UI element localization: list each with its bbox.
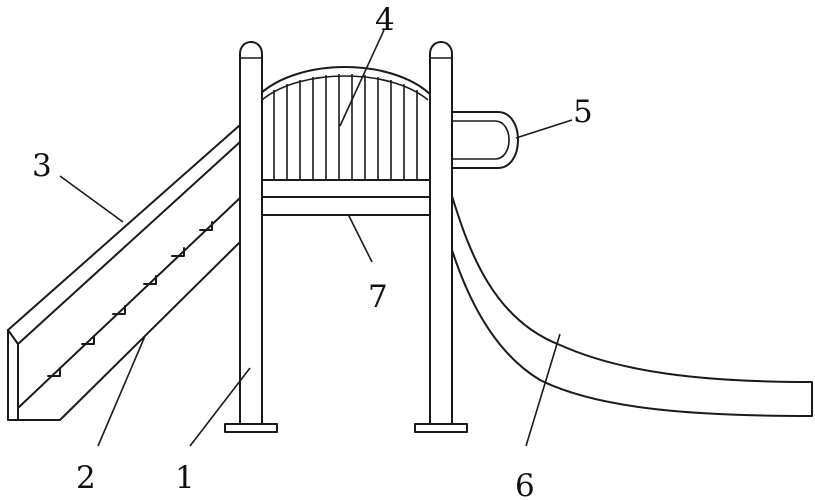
left-post-base bbox=[224, 423, 278, 433]
right-post bbox=[414, 41, 468, 433]
right-post-base bbox=[414, 423, 468, 433]
ladder-assembly bbox=[7, 124, 241, 421]
guard-rail bbox=[259, 66, 431, 181]
label-2: 2 bbox=[76, 460, 96, 496]
leader-2 bbox=[97, 335, 146, 447]
leader-7 bbox=[347, 213, 373, 263]
step bbox=[112, 305, 126, 315]
step bbox=[171, 247, 185, 257]
platform bbox=[257, 179, 433, 216]
step bbox=[143, 275, 157, 285]
ladder-steps bbox=[47, 221, 213, 377]
step bbox=[47, 367, 61, 377]
platform-beam bbox=[257, 196, 433, 216]
leader-1 bbox=[189, 367, 251, 447]
right-post-body bbox=[429, 41, 453, 425]
label-1: 1 bbox=[175, 460, 195, 496]
handrail-end bbox=[7, 329, 19, 345]
platform-top bbox=[257, 179, 433, 198]
leader-4 bbox=[339, 29, 385, 127]
slide-chute bbox=[451, 195, 813, 417]
slide-handle bbox=[451, 111, 519, 169]
leader-3 bbox=[59, 175, 124, 223]
leader-lines bbox=[59, 29, 573, 447]
guard-rail-frame bbox=[259, 66, 431, 181]
label-4: 4 bbox=[375, 2, 395, 38]
guard-rail-top-inner bbox=[261, 75, 429, 101]
left-post bbox=[224, 41, 278, 433]
label-5: 5 bbox=[573, 94, 593, 130]
label-7: 7 bbox=[368, 279, 388, 315]
step bbox=[81, 335, 95, 345]
leader-5 bbox=[515, 119, 573, 139]
guard-rail-bars bbox=[273, 74, 418, 180]
label-3: 3 bbox=[32, 148, 52, 184]
left-post-body bbox=[239, 41, 263, 425]
leader-6 bbox=[525, 333, 561, 447]
label-6: 6 bbox=[515, 468, 535, 500]
slide-handle-inner bbox=[452, 120, 510, 160]
step bbox=[199, 221, 213, 231]
